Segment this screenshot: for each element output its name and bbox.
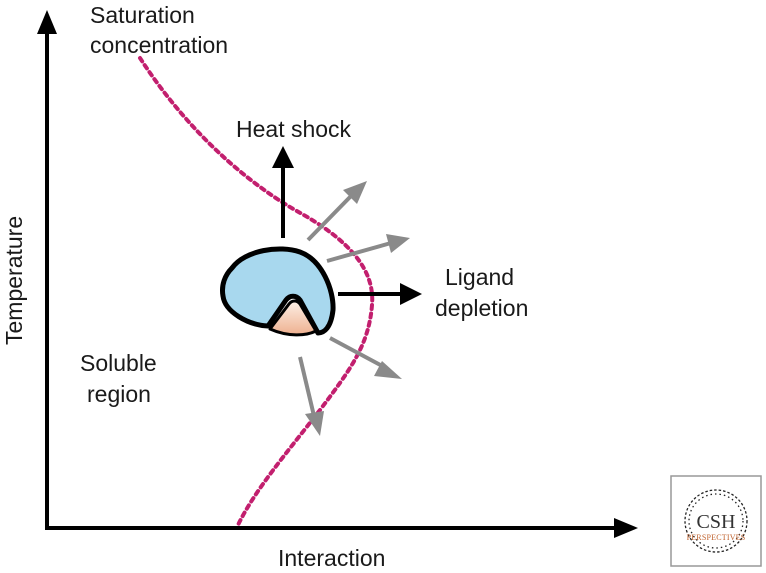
y-axis-label: Temperature [1, 216, 27, 345]
soluble-label-line1: Soluble [80, 350, 157, 376]
heat-shock-label: Heat shock [236, 116, 352, 142]
ligand-label-line2: depletion [435, 295, 528, 321]
gray-arrow-lower-right [329, 336, 402, 379]
saturation-label-line2: concentration [90, 32, 228, 58]
logo-name: CSH [697, 511, 736, 533]
logo-subtitle: PERSPECTIVES [687, 533, 746, 542]
y-axis-arrowhead [37, 10, 57, 34]
ligand-shape [268, 299, 318, 337]
x-axis-arrowhead [614, 518, 638, 538]
heat-shock-arrow [272, 146, 294, 238]
saturation-curve [138, 56, 375, 527]
csh-perspectives-logo: CSH PERSPECTIVES [670, 475, 762, 567]
y-axis [37, 10, 57, 530]
dna-helix-icon [684, 489, 748, 553]
soluble-label-line2: region [87, 381, 151, 407]
ligand-depletion-arrow [338, 283, 422, 305]
gray-arrow-upper-right [306, 181, 367, 242]
x-axis [45, 518, 638, 538]
gray-arrow-down [298, 356, 324, 436]
x-axis-label: Interaction [278, 545, 385, 571]
protein-ligand-complex [220, 246, 336, 337]
ligand-label-line1: Ligand [445, 264, 514, 290]
protein-shape [220, 246, 336, 336]
gray-arrow-right [326, 234, 410, 263]
saturation-label-line1: Saturation [90, 2, 195, 28]
